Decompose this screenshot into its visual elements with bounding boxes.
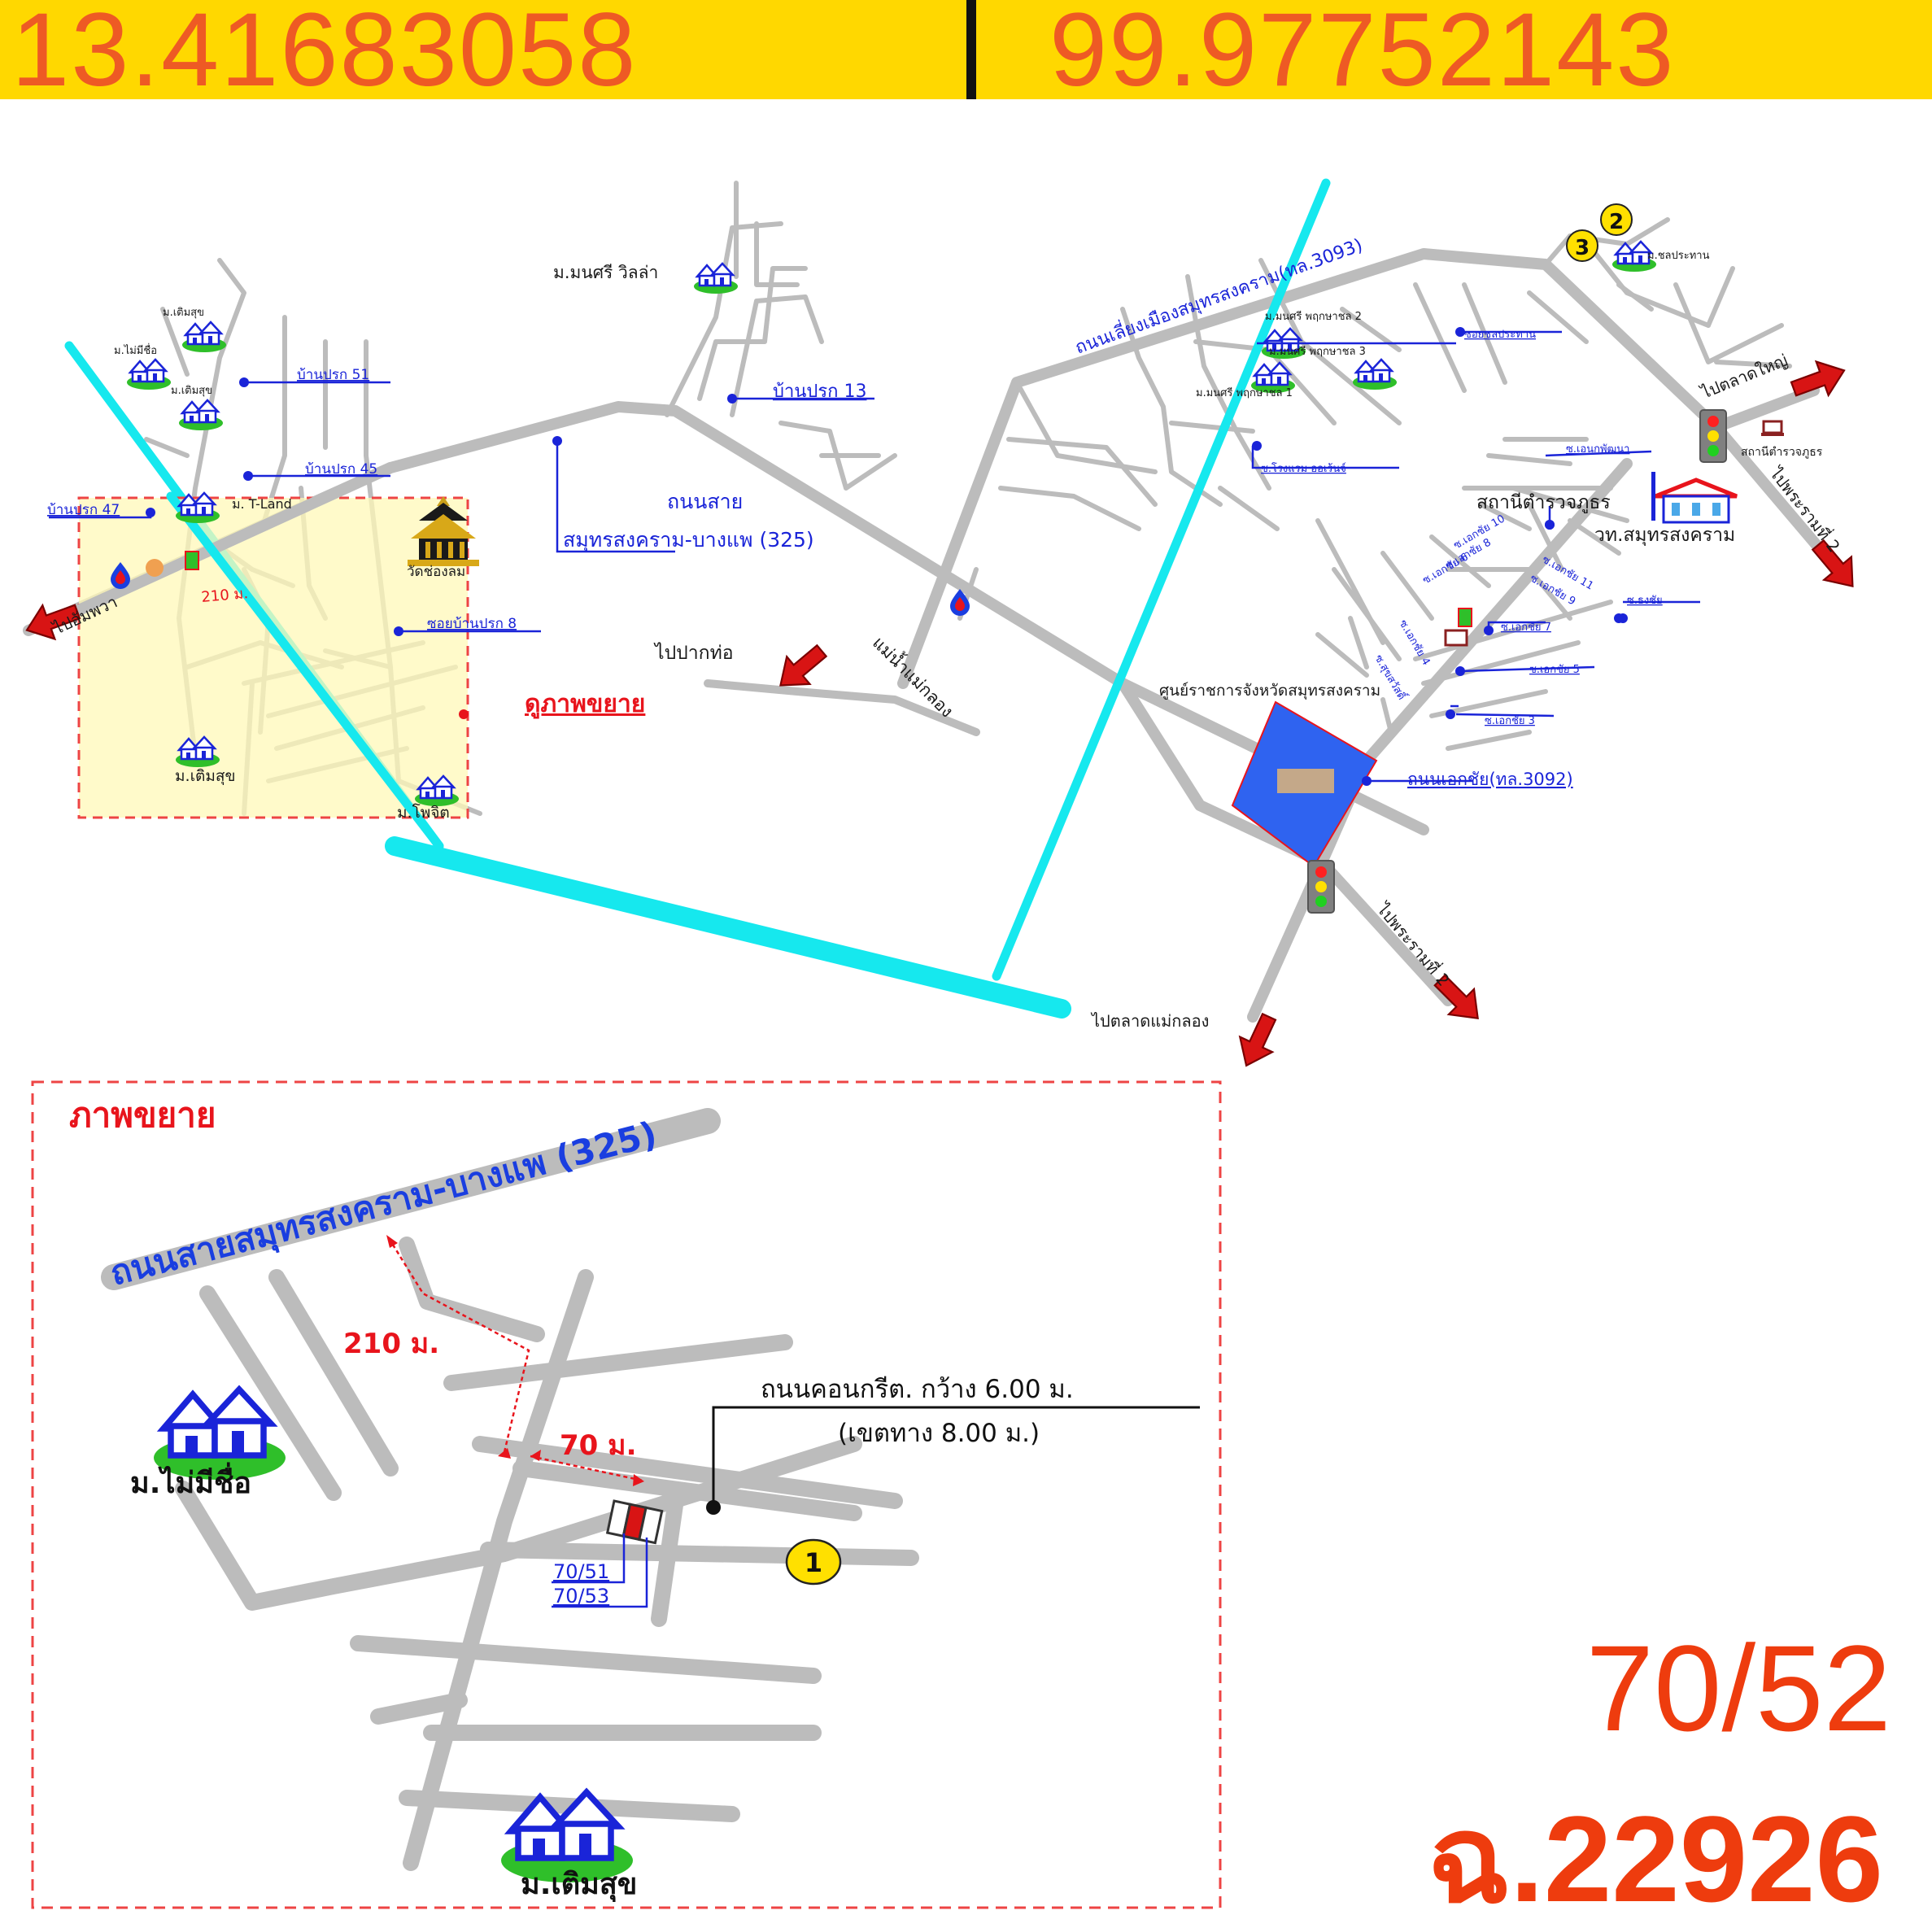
village-label: ม.โพจิต (397, 803, 450, 822)
government-building (1277, 769, 1334, 793)
inset-distance-70: 70 ม. (560, 1429, 636, 1462)
deed-number: 70/52 (1585, 1620, 1891, 1756)
concrete-road-pointer (712, 1406, 1200, 1507)
traffic-light-icon (1699, 409, 1727, 463)
soi-label: บ้านปรก 47 (47, 502, 120, 518)
soi-label: ซ.เอกชัย 3 (1485, 715, 1535, 727)
house-village-icon (181, 321, 228, 354)
direction-label: ไปพระรามที่ 2 (1372, 897, 1454, 990)
svg-text:1: 1 (805, 1547, 822, 1578)
highway-3093 (897, 248, 1722, 689)
village-label: ม.เติมสุข (171, 385, 212, 397)
store-icon (146, 559, 164, 577)
soi-label: ซ.เอกชัย 7 (1501, 622, 1551, 634)
zoom-area-box (77, 496, 469, 819)
distance-arrowheads (386, 1235, 644, 1486)
svg-text:2: 2 (1609, 210, 1624, 234)
inset-road-label: ถนนสายสมุทรสงคราม-บางแพ (325) (106, 1114, 661, 1295)
house-village-icon (125, 358, 172, 391)
landmark-label: วัดช่องลม (407, 564, 465, 580)
village-label: ม.ไม่มีชื่อ (114, 343, 157, 357)
svg-text:3: 3 (1575, 236, 1590, 260)
soi-label: ซ.โรงแรม ออเร้นจ์ (1261, 462, 1346, 475)
inset-frame (31, 1080, 1222, 1909)
bank-icon (1444, 629, 1468, 647)
numbered-marker-icon: 1 (785, 1538, 842, 1586)
direction-label: ไปพระรามที่ 2 (1765, 461, 1846, 556)
village-label: ม.มนศรี พฤกษาชล 2 (1265, 310, 1362, 323)
village-label: ม.เติมสุข (163, 307, 204, 319)
direction-label: ไปตลาดแม่กลอง (1090, 1011, 1209, 1031)
inset-distance-210: 210 ม. (343, 1328, 439, 1360)
landmark-label: สถานีตำรวจภูธร (1741, 446, 1823, 459)
target-plot-icon (605, 1499, 664, 1545)
road-to-rama2-bottom (1117, 678, 1454, 1006)
distance-label: 210 ม. (201, 585, 249, 606)
village-label: ม.มนศรี วิลล่า (553, 263, 658, 282)
plot-label: 70/53 (553, 1585, 609, 1607)
house-village-icon (177, 399, 225, 432)
soi-label: บ้านปรก 45 (305, 461, 377, 478)
zoom-link[interactable]: ดูภาพขยาย (525, 690, 645, 719)
pointer-dot (706, 1500, 721, 1515)
inset-road-access (399, 1237, 545, 1342)
village-label: ม.มนศรี พฤกษาชล 3 (1269, 345, 1366, 358)
banner-divider (966, 0, 976, 99)
village-label: ม. T-Land (232, 496, 292, 512)
road-label: ถนนสาย (667, 490, 743, 513)
plot-leader-lines (552, 1533, 648, 1608)
leader-dots (146, 327, 1628, 786)
inset-roads (101, 1108, 919, 1871)
latitude-value: 13.41683058 (11, 0, 638, 108)
road-label: ถนนเลี่ยงเมืองสมุทรสงคราม(ทล.3093) (1071, 232, 1365, 358)
numbered-marker-icon: 2 (1600, 203, 1633, 236)
village-label: ม.มนศรี พฤกษาชล 1 (1196, 386, 1293, 399)
inset-highway-325 (101, 1108, 721, 1290)
direction-label: ไปปากท่อ (653, 642, 734, 664)
village-label: ม.เติมสุข (175, 767, 236, 786)
inset-title: ภาพขยาย (69, 1095, 216, 1135)
soi-label: ซ.เอนกพัฒนา (1566, 443, 1629, 456)
house-village-icon (1351, 358, 1398, 391)
plot-label: 70/51 (553, 1560, 609, 1583)
traffic-light-icon (1307, 860, 1335, 914)
landmark-label: วท.สมุทรสงคราม (1594, 525, 1735, 546)
road-to-pak-tho (704, 679, 980, 736)
soi-label: ซ.เอกชัย 5 (1529, 664, 1580, 676)
inset-village-bottom: ม.เติมสุข (521, 1868, 637, 1903)
soi-label: ซ.ธงชัย (1627, 595, 1663, 607)
police-station-icon (1761, 420, 1784, 436)
soi-label: ซอยบ้านปรก 8 (427, 616, 517, 632)
soi-label: บ้านปรก 51 (297, 367, 369, 383)
school-icon (1651, 472, 1738, 524)
inset-main-soi (403, 1269, 594, 1871)
longitude-value: 99.97752143 (1049, 0, 1676, 108)
soi-label: บ้านปรก 13 (773, 382, 866, 402)
concrete-road-width: (เขตทาง 8.00 ม.) (838, 1419, 1040, 1448)
road-to-talat-yai (1711, 385, 1820, 433)
village-label: ม.ชลประทาน (1647, 250, 1710, 262)
numbered-marker-icon: 3 (1566, 229, 1598, 262)
road-to-rama2-top (1711, 421, 1836, 567)
landmark-label: สถานีตำรวจภูธร (1476, 492, 1611, 513)
parcel-code: ฉ.22926 (1427, 1791, 1883, 1927)
inset-village-left: ม.ไม่มีชื่อ (130, 1462, 251, 1500)
distance-lines (387, 1237, 643, 1482)
road-label: ถนนเอกชัย(ทล.3092) (1407, 770, 1573, 789)
house-village-icon (692, 262, 739, 295)
coordinate-banner: 13.41683058 99.97752143 (0, 0, 1932, 107)
soi-label: ซอยชลประทาน (1464, 329, 1536, 341)
convenience-store-icon (185, 551, 199, 570)
road-network (23, 181, 1836, 1023)
concrete-road-label: ถนนคอนกรีต. กว้าง 6.00 ม. (761, 1375, 1074, 1404)
landmark-label: ศูนย์ราชการจังหวัดสมุทรสงคราม (1159, 682, 1380, 700)
temple-icon (408, 496, 479, 566)
leader-lines (49, 330, 1700, 783)
convenience-store-icon (1458, 608, 1472, 627)
road-label: สมุทรสงคราม-บางแพ (325) (563, 528, 814, 552)
